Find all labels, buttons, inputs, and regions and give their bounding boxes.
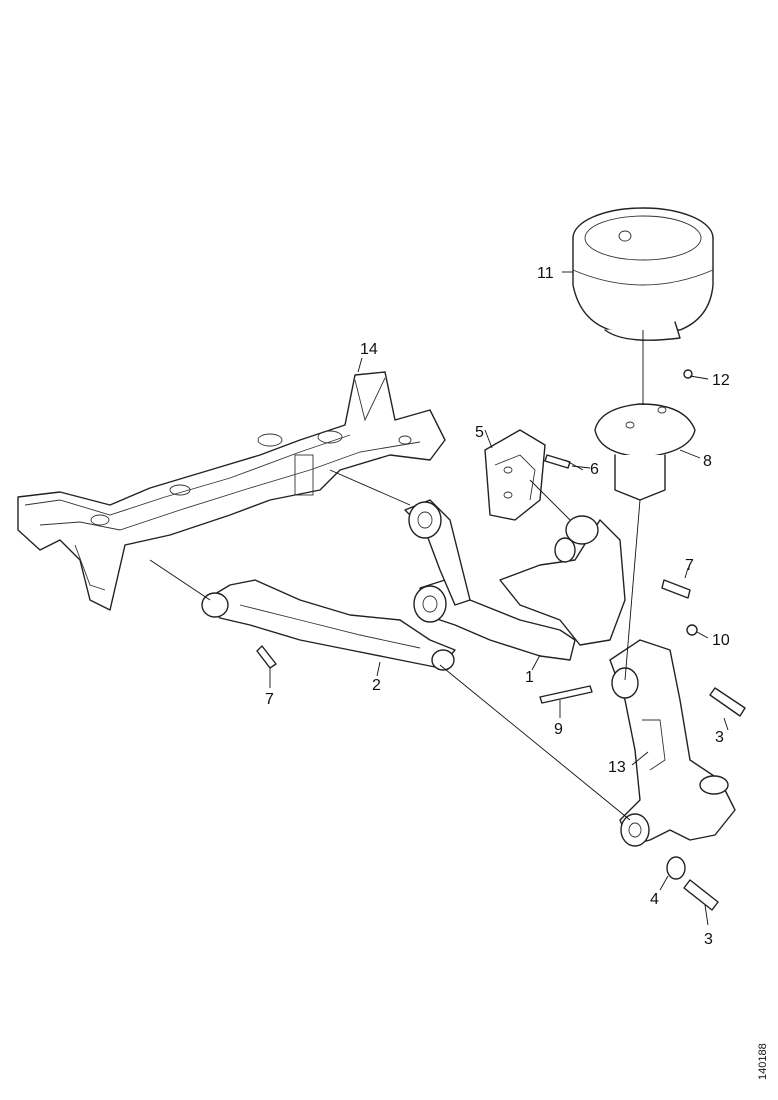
bolt-3-upper [709, 687, 746, 717]
callout-5: 5 [475, 424, 484, 441]
assembly-lines [149, 330, 644, 821]
bolt-3-lower [683, 879, 719, 911]
callout-9: 9 [554, 721, 563, 738]
callout-1: 1 [525, 669, 534, 686]
callout-3-lower: 3 [704, 931, 713, 948]
bolt-7-right [661, 579, 691, 599]
callout-leaders [269, 271, 729, 926]
mounting-bracket-5 [484, 429, 546, 521]
fitting-12 [683, 369, 693, 379]
callout-7-left: 7 [265, 691, 274, 708]
callout-4: 4 [650, 891, 659, 908]
callout-10: 10 [712, 632, 730, 649]
callout-3-upper: 3 [715, 729, 724, 746]
subframe-crossmember [17, 371, 446, 611]
callout-8: 8 [703, 453, 712, 470]
bolt-9 [539, 685, 593, 704]
bolt-7-left [256, 645, 277, 669]
air-spring-11 [572, 207, 714, 341]
callout-labels: 1 2 3 3 4 5 6 7 7 8 9 10 11 12 13 14 [265, 265, 730, 948]
washer-4 [666, 856, 686, 880]
callout-12: 12 [712, 372, 730, 389]
callout-11: 11 [537, 265, 554, 282]
hub-carrier-13 [609, 639, 736, 847]
callout-2: 2 [372, 677, 381, 694]
callout-6: 6 [590, 461, 599, 478]
upper-link-arm [499, 515, 626, 646]
callout-14: 14 [360, 341, 378, 358]
callout-7-right: 7 [685, 557, 694, 574]
figure-id: 140188 [757, 1043, 769, 1080]
spring-plate-8 [594, 403, 696, 501]
nut-10 [686, 624, 698, 636]
callout-13: 13 [608, 759, 626, 776]
lower-control-arm-1 [404, 499, 576, 661]
bolt-6 [544, 454, 571, 469]
